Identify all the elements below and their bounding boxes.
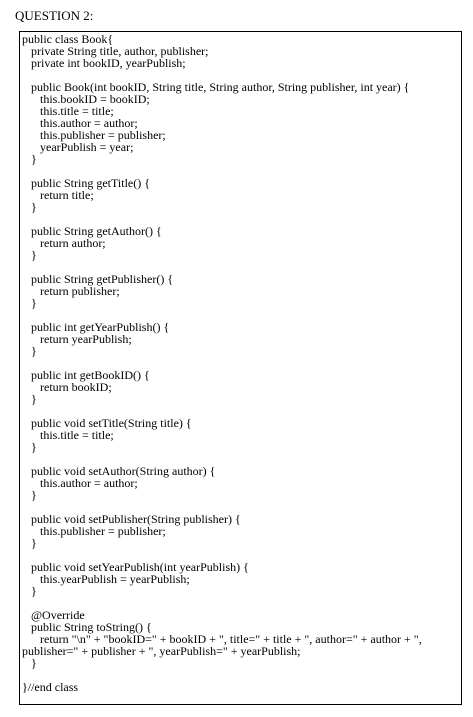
code-line: }: [22, 296, 37, 310]
code-line: public void setAuthor(String author) {: [22, 464, 216, 478]
code-lines: public class Book{ private String title,…: [22, 33, 422, 693]
code-line: return "\n" + "bookID=" + bookID + ", ti…: [22, 632, 422, 646]
code-line: public int getYearPublish() {: [22, 320, 170, 334]
code-line: return bookID;: [22, 380, 112, 394]
code-line: }: [22, 584, 37, 598]
code-line: public String toString() {: [22, 620, 152, 634]
code-line: }: [22, 200, 37, 214]
code-line: }: [22, 344, 37, 358]
code-line: @Override: [22, 608, 85, 622]
code-line: this.author = author;: [22, 476, 138, 490]
code-line: public void setYearPublish(int yearPubli…: [22, 560, 249, 574]
code-line: }: [22, 248, 37, 262]
code-line: public void setPublisher(String publishe…: [22, 512, 241, 526]
code-line: private String title, author, publisher;: [22, 44, 209, 58]
code-line: return publisher;: [22, 284, 120, 298]
code-line: this.publisher = publisher;: [22, 524, 166, 538]
code-line: public void setTitle(String title) {: [22, 416, 192, 430]
code-line: public String getPublisher() {: [22, 272, 174, 286]
code-line: this.publisher = publisher;: [22, 128, 166, 142]
code-line: this.author = author;: [22, 116, 138, 130]
code-line: this.yearPublish = yearPublish;: [22, 572, 190, 586]
code-line: }: [22, 440, 37, 454]
code-line: return title;: [22, 188, 94, 202]
code-line: this.bookID = bookID;: [22, 92, 150, 106]
code-line: this.title = title;: [22, 104, 114, 118]
code-line: this.title = title;: [22, 428, 114, 442]
code-line: }: [22, 656, 37, 670]
code-line: }: [22, 536, 37, 550]
code-line: }//end class: [22, 680, 79, 694]
code-line: public Book(int bookID, String title, St…: [22, 80, 410, 94]
code-line: [22, 669, 422, 681]
code-line: }: [22, 488, 37, 502]
code-line: public String getTitle() {: [22, 176, 150, 190]
question-heading: QUESTION 2:: [15, 8, 94, 23]
code-line: }: [22, 152, 37, 166]
code-listing-box: public class Book{ private String title,…: [19, 31, 462, 705]
code-line: yearPublish = year;: [22, 140, 134, 154]
code-line: public int getBookID() {: [22, 368, 150, 382]
code-line: }: [22, 392, 37, 406]
code-line: publisher=" + publisher + ", yearPublish…: [22, 644, 301, 658]
code-line: private int bookID, yearPublish;: [22, 56, 186, 70]
code-line: return yearPublish;: [22, 332, 132, 346]
code-line: public String getAuthor() {: [22, 224, 162, 238]
code-line: public class Book{: [22, 32, 114, 46]
code-line: return author;: [22, 236, 106, 250]
